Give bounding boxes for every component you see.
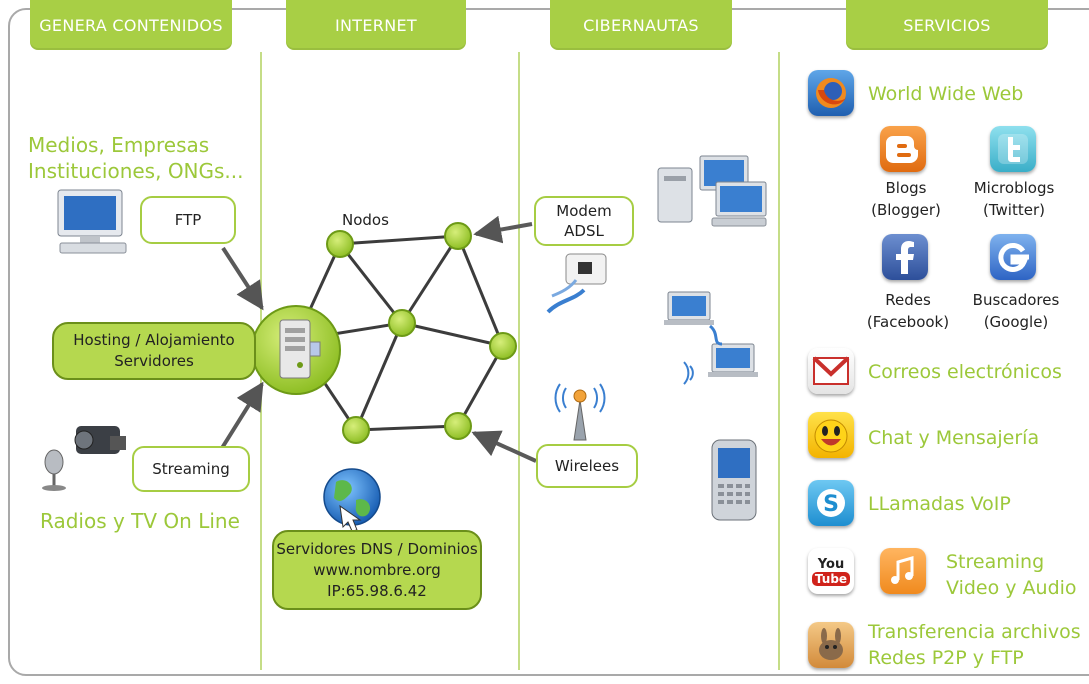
dns-line2: www.nombre.org: [313, 560, 441, 579]
medios-title-line1: Medios, Empresas: [28, 133, 210, 157]
hosting-line1: Hosting / Alojamiento: [73, 331, 235, 349]
smartphone-icon: [711, 439, 757, 521]
youtube-you-text: You: [817, 556, 845, 572]
dns-box: Servidores DNS / Dominios www.nombre.org…: [272, 530, 482, 610]
node: [444, 412, 472, 440]
camera-microphone-icon: [42, 426, 126, 491]
nodos-label: Nodos: [342, 211, 389, 229]
globe-icon: [323, 468, 381, 532]
microblogs-line2: (Twitter): [983, 201, 1045, 219]
svg-text:S: S: [823, 492, 839, 517]
node: [342, 416, 370, 444]
network-nodes: [326, 222, 517, 444]
p2p-donkey-icon: [808, 622, 854, 668]
header-cibernautas: CIBERNAUTAS: [550, 0, 732, 50]
node: [444, 222, 472, 250]
header-internet: INTERNET: [286, 0, 466, 50]
diagram-frame: [8, 8, 1089, 676]
dns-line3: IP:65.98.6.42: [327, 581, 427, 600]
header-genera-contenidos: GENERA CONTENIDOS: [30, 0, 232, 50]
networked-pcs-icon: [657, 155, 767, 227]
medios-title-line2: Instituciones, ONGs...: [28, 159, 244, 183]
wireless-box: Wirelees: [536, 444, 638, 488]
www-label: World Wide Web: [868, 83, 1024, 105]
modem-line1: Modem: [556, 202, 612, 220]
buscadores-line1: Buscadores: [972, 291, 1060, 309]
blogs-line1: Blogs: [885, 179, 927, 197]
header-servicios: SERVICIOS: [846, 0, 1048, 50]
radios-tv-title: Radios y TV On Line: [40, 509, 240, 533]
ftp-box: FTP: [140, 196, 236, 244]
microblogs-line1: Microblogs: [973, 179, 1055, 197]
modem-icon: [546, 253, 607, 314]
node: [489, 332, 517, 360]
blogs-line2: (Blogger): [871, 201, 941, 219]
streaming-box: Streaming: [132, 446, 250, 492]
modem-adsl-box: Modem ADSL: [534, 196, 634, 246]
redes-line2: (Facebook): [866, 313, 950, 331]
redes-line1: Redes: [885, 291, 931, 309]
mail-icon: [808, 348, 854, 394]
youtube-icon: You Tube: [808, 548, 854, 594]
music-icon: [880, 548, 926, 594]
twitter-icon: [990, 126, 1036, 172]
p2p-line2: Redes P2P y FTP: [868, 647, 1024, 669]
network-edges: [294, 234, 505, 432]
antenna-icon: [554, 383, 606, 441]
firefox-icon: [808, 70, 854, 116]
hosting-line2: Servidores: [114, 352, 194, 370]
divider-3: [778, 52, 780, 670]
server-icon: [279, 319, 321, 379]
streaming-line2: Video y Audio: [946, 577, 1077, 599]
correos-label: Correos electrónicos: [868, 361, 1062, 383]
hosting-box: Hosting / Alojamiento Servidores: [52, 322, 256, 380]
node: [326, 230, 354, 258]
youtube-tube-text: Tube: [811, 571, 851, 586]
skype-icon: S: [808, 480, 854, 526]
yahoo-messenger-icon: [808, 412, 854, 458]
facebook-icon: [882, 234, 928, 280]
modem-line2: ADSL: [564, 222, 604, 240]
voip-label: LLamadas VoIP: [868, 493, 1011, 515]
laptops-wifi-icon: [664, 291, 758, 385]
node: [388, 309, 416, 337]
chat-label: Chat y Mensajería: [868, 427, 1040, 449]
blogger-icon: [880, 126, 926, 172]
dns-line1: Servidores DNS / Dominios: [276, 539, 478, 558]
buscadores-line2: (Google): [983, 313, 1049, 331]
p2p-line1: Transferencia archivos: [868, 621, 1081, 643]
streaming-line1: Streaming: [946, 551, 1045, 573]
divider-2: [518, 52, 520, 670]
desktop-computer-icon: [57, 189, 127, 254]
arrows: [220, 215, 537, 463]
google-icon: [990, 234, 1036, 280]
